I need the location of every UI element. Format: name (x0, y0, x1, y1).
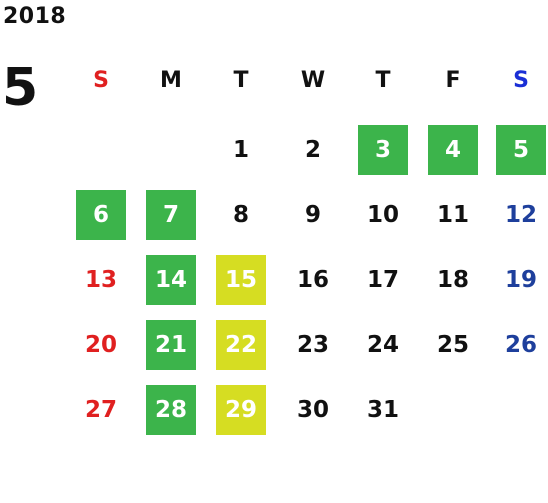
weekday-wed: W (300, 68, 326, 93)
calendar-day-17[interactable]: 17 (366, 267, 399, 293)
calendar-day-13[interactable]: 13 (84, 267, 117, 293)
calendar-year: 2018 (3, 4, 67, 29)
calendar-day-24[interactable]: 24 (366, 332, 399, 358)
calendar-day-12[interactable]: 12 (504, 202, 537, 228)
calendar-day-1[interactable]: 1 (232, 137, 249, 163)
calendar-day-21[interactable]: 21 (146, 320, 196, 370)
calendar-day-27[interactable]: 27 (84, 397, 117, 423)
calendar-day-18[interactable]: 18 (436, 267, 469, 293)
calendar-day-20[interactable]: 20 (84, 332, 117, 358)
weekday-sun: S (93, 68, 109, 93)
calendar-day-14[interactable]: 14 (146, 255, 196, 305)
calendar-day-9[interactable]: 9 (304, 202, 321, 228)
weekday-fri: F (445, 68, 461, 93)
calendar-day-4[interactable]: 4 (428, 125, 478, 175)
weekday-sat: S (513, 68, 529, 93)
calendar-day-25[interactable]: 25 (436, 332, 469, 358)
calendar-day-19[interactable]: 19 (504, 267, 537, 293)
calendar-day-31[interactable]: 31 (366, 397, 399, 423)
calendar-day-30[interactable]: 30 (296, 397, 329, 423)
calendar-day-5[interactable]: 5 (496, 125, 546, 175)
calendar-day-15[interactable]: 15 (216, 255, 266, 305)
calendar-day-2[interactable]: 2 (304, 137, 321, 163)
calendar-day-11[interactable]: 11 (436, 202, 469, 228)
weekday-thu: T (375, 68, 391, 93)
calendar-day-26[interactable]: 26 (504, 332, 537, 358)
weekday-tue: T (233, 68, 249, 93)
weekday-mon: M (160, 68, 182, 93)
calendar-day-8[interactable]: 8 (232, 202, 249, 228)
calendar-month: 5 (2, 58, 39, 118)
calendar-day-23[interactable]: 23 (296, 332, 329, 358)
calendar-day-29[interactable]: 29 (216, 385, 266, 435)
calendar-day-22[interactable]: 22 (216, 320, 266, 370)
calendar-day-7[interactable]: 7 (146, 190, 196, 240)
calendar-day-10[interactable]: 10 (366, 202, 399, 228)
calendar-day-28[interactable]: 28 (146, 385, 196, 435)
calendar-day-3[interactable]: 3 (358, 125, 408, 175)
calendar-day-16[interactable]: 16 (296, 267, 329, 293)
calendar-day-6[interactable]: 6 (76, 190, 126, 240)
